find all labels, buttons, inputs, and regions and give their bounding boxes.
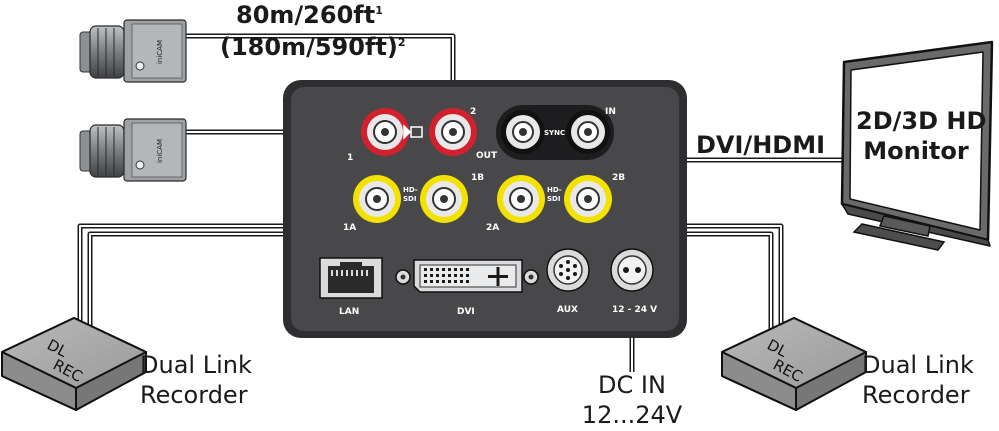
fiber-symbol-icon bbox=[403, 124, 423, 140]
hd-sdi-left-line2: SDI bbox=[403, 195, 416, 203]
hd-sdi-right-line1: HD- bbox=[547, 186, 562, 194]
recorder-left-label-line1: Dual Link bbox=[140, 351, 252, 379]
cable-length-value-1: 80m/260ft bbox=[236, 1, 376, 29]
sync-in-connector bbox=[566, 110, 610, 154]
aux-port bbox=[546, 248, 590, 292]
fiber-connector-2 bbox=[429, 108, 477, 156]
dvi-label: DVI bbox=[457, 307, 475, 317]
camera-1: iniCAM bbox=[79, 19, 187, 83]
monitor-label-line2: Monitor bbox=[863, 137, 969, 165]
recorder-right-box: DL REC bbox=[721, 317, 867, 411]
footnote-2: 2 bbox=[397, 36, 406, 49]
fiber-1-label: 1 bbox=[347, 153, 353, 163]
recorder-right-label: Dual Link Recorder bbox=[862, 350, 974, 410]
sdi-1a-connector bbox=[353, 175, 401, 223]
dc-in-label-line1: DC IN bbox=[598, 371, 666, 399]
sdi-2b-connector bbox=[564, 175, 612, 223]
dc-in-label-line2: 12...24V bbox=[581, 401, 683, 429]
out-label: OUT bbox=[476, 151, 498, 161]
dc-in-label: DC IN 12...24V bbox=[572, 370, 692, 430]
dvi-port bbox=[395, 259, 539, 293]
cable-length-line2: (180m/590ft)2 bbox=[220, 32, 405, 62]
sdi-2a-label: 2A bbox=[486, 223, 499, 233]
monitor-label: 2D/3D HD Monitor bbox=[856, 106, 987, 166]
recorder-right-label-line1: Dual Link bbox=[862, 351, 974, 379]
monitor bbox=[840, 40, 994, 251]
recorder-right-label-line2: Recorder bbox=[862, 381, 970, 409]
recorder-left-label: Dual Link Recorder bbox=[140, 350, 252, 410]
cable-length-value-2: (180m/590ft) bbox=[220, 33, 398, 61]
sdi-1a-label: 1A bbox=[343, 223, 356, 233]
sdi-1b-label: 1B bbox=[471, 173, 484, 183]
sdi-2b-label: 2B bbox=[612, 173, 625, 183]
recorder-left-label-line2: Recorder bbox=[140, 381, 248, 409]
sdi-2a-connector bbox=[497, 175, 545, 223]
camera-2: iniCAM bbox=[79, 118, 187, 182]
sdi-1b-connector bbox=[420, 175, 468, 223]
camera-2-badge: iniCAM bbox=[156, 139, 164, 163]
connector-panel: 1 2 OUT SYNC IN HD- SDI HD- SDI 1A 1B 2A… bbox=[283, 80, 687, 338]
cable-length-line1: 80m/260ft1 bbox=[236, 0, 383, 30]
aux-label: AUX bbox=[557, 305, 578, 315]
fiber-connector-1 bbox=[361, 108, 409, 156]
dvi-hdmi-label: DVI/HDMI bbox=[696, 131, 826, 159]
sync-label: SYNC bbox=[544, 129, 565, 137]
power-port bbox=[610, 248, 654, 292]
power-label: 12 - 24 V bbox=[612, 305, 657, 315]
lan-label: LAN bbox=[339, 307, 359, 317]
sync-out-connector bbox=[501, 110, 545, 154]
hd-sdi-left-line1: HD- bbox=[403, 186, 418, 194]
recorder-left-box: DL REC bbox=[1, 317, 147, 411]
lan-port bbox=[319, 257, 383, 299]
fiber-2-label: 2 bbox=[470, 107, 476, 117]
camera-1-badge: iniCAM bbox=[156, 40, 164, 64]
hd-sdi-right-line2: SDI bbox=[547, 195, 560, 203]
in-label: IN bbox=[605, 107, 616, 117]
monitor-label-line1: 2D/3D HD bbox=[856, 107, 987, 135]
footnote-1: 1 bbox=[375, 4, 383, 17]
